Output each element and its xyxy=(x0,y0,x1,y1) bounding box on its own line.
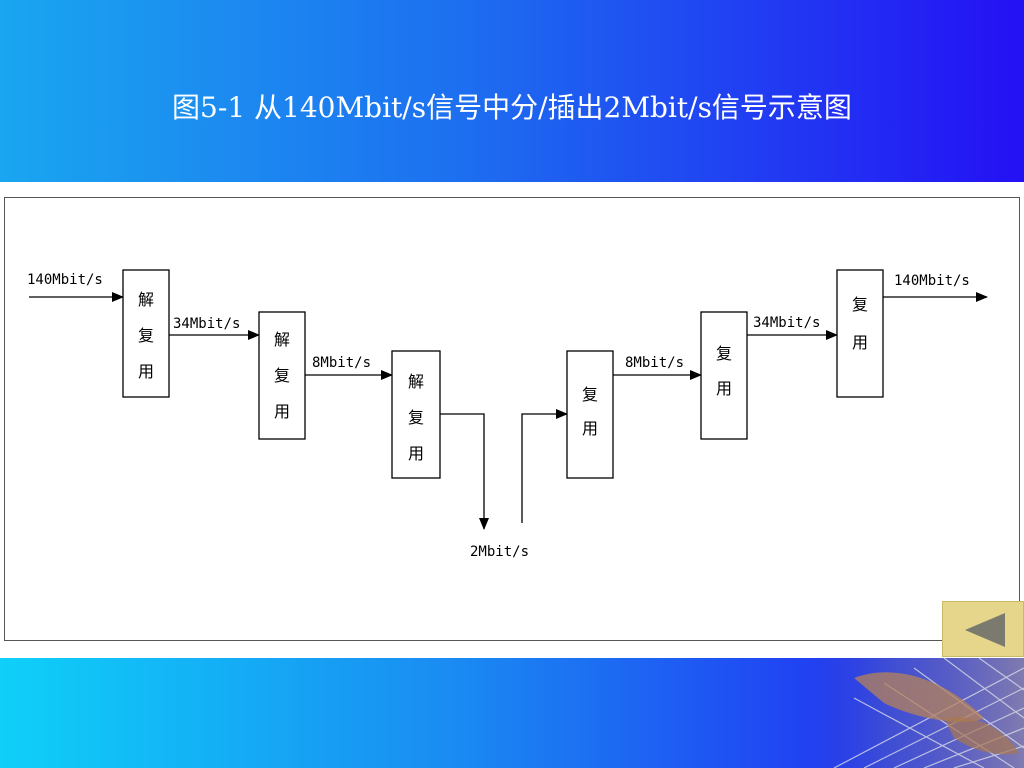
demux2-char-2: 复 xyxy=(274,366,290,385)
add-drop-diagram: 解 复 用 解 复 用 解 复 用 复 用 复 用 复 用 140Mbit/s … xyxy=(27,269,988,560)
label-tributary-2: 2Mbit/s xyxy=(470,544,529,560)
slide-title: 图5-1 从140Mbit/s信号中分/插出2Mbit/s信号示意图 xyxy=(172,91,852,124)
back-button[interactable] xyxy=(942,601,1024,657)
mux1-char-1: 复 xyxy=(582,385,598,404)
demux-block-1 xyxy=(122,269,170,398)
demux2-char-3: 用 xyxy=(274,402,290,421)
demux3-char-3: 用 xyxy=(408,444,424,463)
label-demux-8: 8Mbit/s xyxy=(312,355,371,371)
mux-block-3 xyxy=(836,269,884,398)
demux3-char-1: 解 xyxy=(408,372,424,391)
slide-footer xyxy=(0,658,1024,768)
demux1-char-1: 解 xyxy=(138,290,154,309)
demux2-char-1: 解 xyxy=(274,330,290,349)
mux-block-1 xyxy=(566,350,614,479)
diagram-frame: 解 复 用 解 复 用 解 复 用 复 用 复 用 复 用 140Mbit/s … xyxy=(4,197,1020,641)
insert-arrow xyxy=(521,409,568,523)
demux-block-2 xyxy=(258,311,306,440)
mux1-char-2: 用 xyxy=(582,419,598,438)
demux-block-3 xyxy=(391,350,441,479)
mux-block-2 xyxy=(700,311,748,440)
triangle-left-icon xyxy=(965,613,1005,647)
label-demux-34: 34Mbit/s xyxy=(173,316,240,332)
mux3-char-1: 复 xyxy=(852,295,868,314)
label-input-140: 140Mbit/s xyxy=(27,272,103,288)
demux1-char-2: 复 xyxy=(138,326,154,345)
mux2-char-1: 复 xyxy=(716,344,732,363)
keyboard-grid-decoration xyxy=(794,658,1024,768)
demux3-char-2: 复 xyxy=(408,408,424,427)
label-mux-8: 8Mbit/s xyxy=(625,355,684,371)
label-mux-34: 34Mbit/s xyxy=(753,315,820,331)
mux3-char-2: 用 xyxy=(852,333,868,352)
drop-arrow xyxy=(440,413,489,530)
label-output-140: 140Mbit/s xyxy=(894,273,970,289)
mux2-char-2: 用 xyxy=(716,379,732,398)
slide-header: 图5-1 从140Mbit/s信号中分/插出2Mbit/s信号示意图 xyxy=(0,0,1024,182)
demux1-char-3: 用 xyxy=(138,362,154,381)
